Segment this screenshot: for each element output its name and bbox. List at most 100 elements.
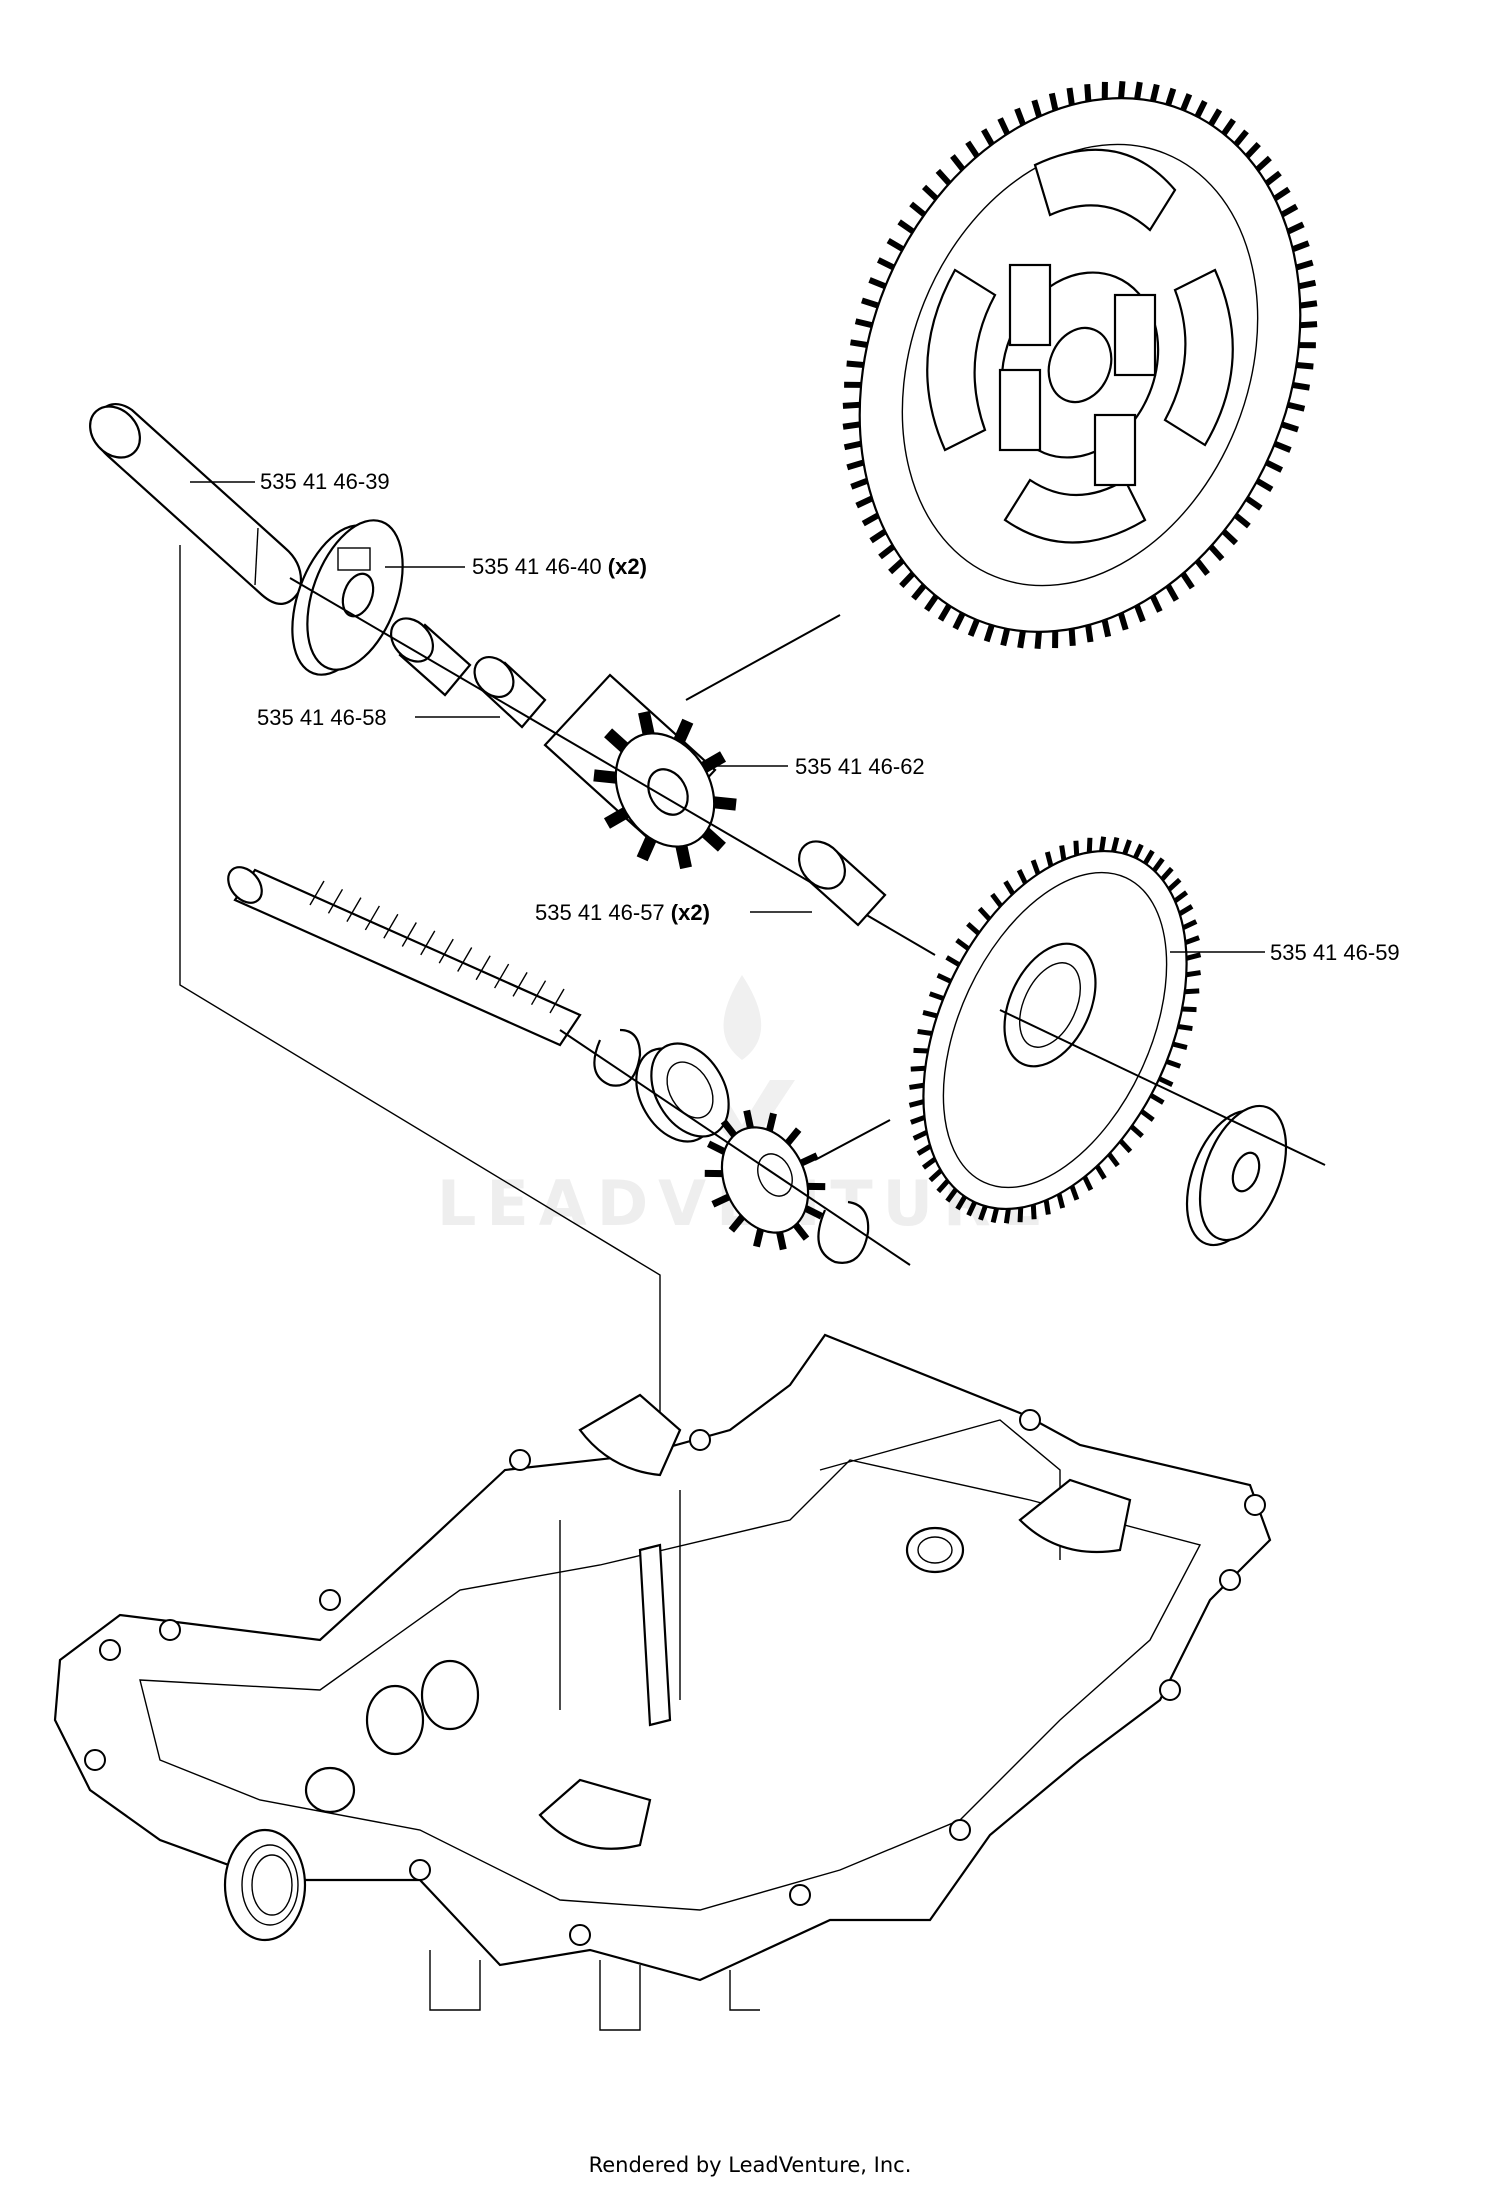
gear-tooth — [949, 959, 959, 965]
gear-tooth — [1185, 991, 1197, 992]
bolt-hole — [1220, 1570, 1240, 1590]
gear-tooth — [1266, 463, 1279, 469]
gear-tooth — [1145, 853, 1151, 863]
gear-tooth — [1020, 872, 1025, 883]
bolt-hole — [510, 1450, 530, 1470]
gear-tooth — [920, 1032, 932, 1034]
gear-tooth — [1052, 96, 1055, 110]
bolt-hole — [1160, 1680, 1180, 1700]
gear-tooth — [1109, 1154, 1116, 1164]
bevel-tooth — [801, 1157, 814, 1163]
gear-tooth — [1035, 103, 1039, 116]
gear-tooth — [1135, 847, 1140, 858]
gear-tooth — [1102, 839, 1104, 851]
gear-tooth — [915, 585, 924, 596]
gear-tooth — [926, 189, 936, 199]
gear-tooth — [1211, 113, 1218, 125]
callout-535-41-46-59: 535 41 46-59 — [1270, 940, 1400, 965]
gear-tooth — [1168, 585, 1175, 597]
gear-tooth — [903, 574, 913, 584]
gear-tooth — [1121, 1141, 1129, 1150]
gear-tooth — [1293, 244, 1306, 249]
transmission-housing — [55, 1335, 1270, 2030]
callout-535-41-46-62: 535 41 46-62 — [795, 754, 925, 779]
bolt-hole — [950, 1820, 970, 1840]
gear-tooth — [1038, 632, 1039, 646]
gear-tooth — [902, 224, 913, 232]
gear-tooth — [850, 462, 863, 466]
gear-tooth — [969, 145, 977, 157]
gear-tooth — [1224, 122, 1232, 133]
bolt-hole — [320, 1590, 340, 1610]
gear-tooth — [940, 173, 949, 183]
gear-tooth — [1236, 515, 1247, 524]
gear-tooth — [994, 896, 1001, 906]
gear-tooth — [916, 1050, 928, 1051]
gear-tooth — [1300, 304, 1314, 306]
pinion-tooth — [706, 832, 718, 843]
leader-gear-mesh — [815, 1120, 890, 1160]
gear-tooth — [1282, 424, 1295, 428]
gear-tooth — [1072, 1186, 1076, 1197]
gear-tooth — [1046, 1200, 1048, 1212]
gear-tooth — [1131, 1126, 1140, 1134]
gear-tooth — [913, 1068, 925, 1069]
gear-tooth — [942, 605, 949, 617]
gear-tooth — [892, 561, 902, 570]
bolt-hole — [160, 1620, 180, 1640]
gear-tooth — [940, 976, 951, 981]
gear-tooth — [1247, 498, 1258, 506]
callout-535-41-46-40: 535 41 46-40 (x2) — [472, 554, 647, 579]
gear-tooth — [959, 942, 969, 949]
gear-tooth — [912, 1102, 924, 1105]
gear-tooth — [1180, 908, 1190, 914]
gear-tooth — [1007, 884, 1013, 894]
gear-tooth — [1159, 1079, 1170, 1084]
pinion-tooth — [612, 813, 626, 821]
gear-tooth — [1153, 88, 1156, 102]
bolt-hole — [790, 1885, 810, 1905]
gear-tooth — [1113, 840, 1116, 852]
gear-tooth — [1247, 146, 1257, 156]
gear-tooth — [1105, 620, 1108, 634]
gear-tooth — [882, 546, 893, 555]
gear-tooth — [1275, 444, 1288, 449]
gear-tooth — [1267, 175, 1278, 184]
gear-tooth — [916, 1132, 927, 1137]
gear-tooth — [846, 405, 860, 406]
gear-tooth — [847, 444, 861, 447]
gear-tooth — [1288, 405, 1302, 408]
bolt-hole — [570, 1925, 590, 1945]
leader-big-gear — [686, 615, 840, 700]
gear-tooth — [1097, 1166, 1103, 1176]
gear-tooth — [1183, 97, 1188, 110]
gear-tooth — [954, 158, 963, 169]
bevel-tooth — [788, 1132, 797, 1143]
gear-tooth — [1018, 111, 1023, 124]
gear-tooth — [1169, 881, 1178, 889]
gear-tooth — [1187, 955, 1199, 958]
gear-tooth — [1236, 134, 1245, 145]
gear-tooth — [1154, 861, 1161, 871]
gear-tooth — [859, 498, 872, 504]
gear-tooth — [913, 1117, 924, 1121]
gear-tooth — [1185, 938, 1196, 942]
bevel-tooth — [712, 1145, 725, 1151]
gear-tooth — [1121, 613, 1125, 626]
gear-tooth — [1197, 561, 1206, 572]
gear-tooth — [1197, 104, 1203, 117]
gear-tooth — [1293, 385, 1307, 387]
bolt-hole — [85, 1750, 105, 1770]
pinion-tooth — [613, 737, 625, 748]
bolt-hole — [100, 1640, 120, 1660]
gear-tooth — [853, 343, 867, 345]
gear-tooth — [1275, 191, 1287, 199]
gear-tooth — [932, 995, 943, 999]
gear-tooth — [957, 613, 963, 626]
gear-tooth — [985, 132, 992, 144]
gear-tooth — [1021, 631, 1023, 645]
gear-tooth — [1001, 121, 1007, 134]
bevel-tooth — [780, 1232, 783, 1246]
output-shaft — [221, 861, 580, 1045]
